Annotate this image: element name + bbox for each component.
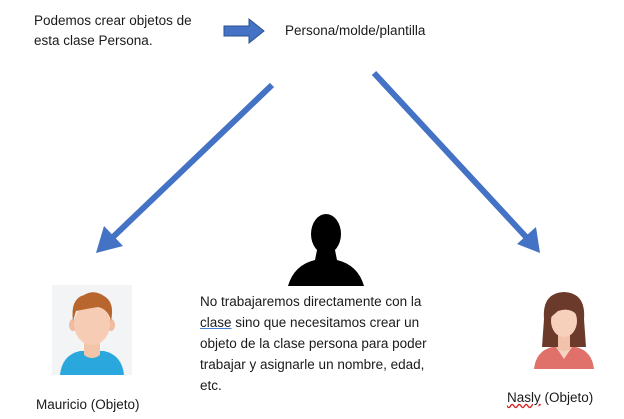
explanation-text: No trabajaremos directamente con la clas… bbox=[200, 291, 440, 396]
arrow-to-nasly bbox=[371, 70, 540, 253]
clase-word: clase bbox=[200, 315, 232, 330]
mauricio-label: Mauricio (Objeto) bbox=[36, 397, 140, 412]
explanation-line-5: etc. bbox=[200, 378, 222, 393]
explanation-line-3: objeto de la clase persona para poder bbox=[200, 336, 427, 351]
intro-text: Podemos crear objetos de esta clase Pers… bbox=[34, 11, 214, 51]
explanation-line-4: trabajar y asignarle un nombre, edad, bbox=[200, 357, 425, 372]
male-avatar-icon bbox=[52, 285, 132, 375]
nasly-suffix: (Objeto) bbox=[540, 390, 594, 405]
female-avatar-icon bbox=[534, 292, 594, 369]
right-arrow-icon bbox=[223, 17, 265, 45]
arrow-to-mauricio bbox=[96, 82, 275, 253]
explanation-line-2: clase sino que necesitamos crear un bbox=[200, 312, 440, 333]
explanation-line-1: No trabajaremos directamente con la bbox=[200, 294, 422, 309]
nasly-name: Nasly bbox=[507, 390, 541, 405]
intro-line-1: Podemos crear objetos de bbox=[34, 13, 192, 28]
explanation-line-2-rest: sino que necesitamos crear un bbox=[231, 315, 420, 330]
nasly-label: Nasly (Objeto) bbox=[507, 388, 593, 408]
person-silhouette-icon bbox=[288, 214, 364, 286]
intro-line-2: esta clase Persona. bbox=[34, 33, 153, 48]
class-label: Persona/molde/plantilla bbox=[285, 23, 426, 38]
